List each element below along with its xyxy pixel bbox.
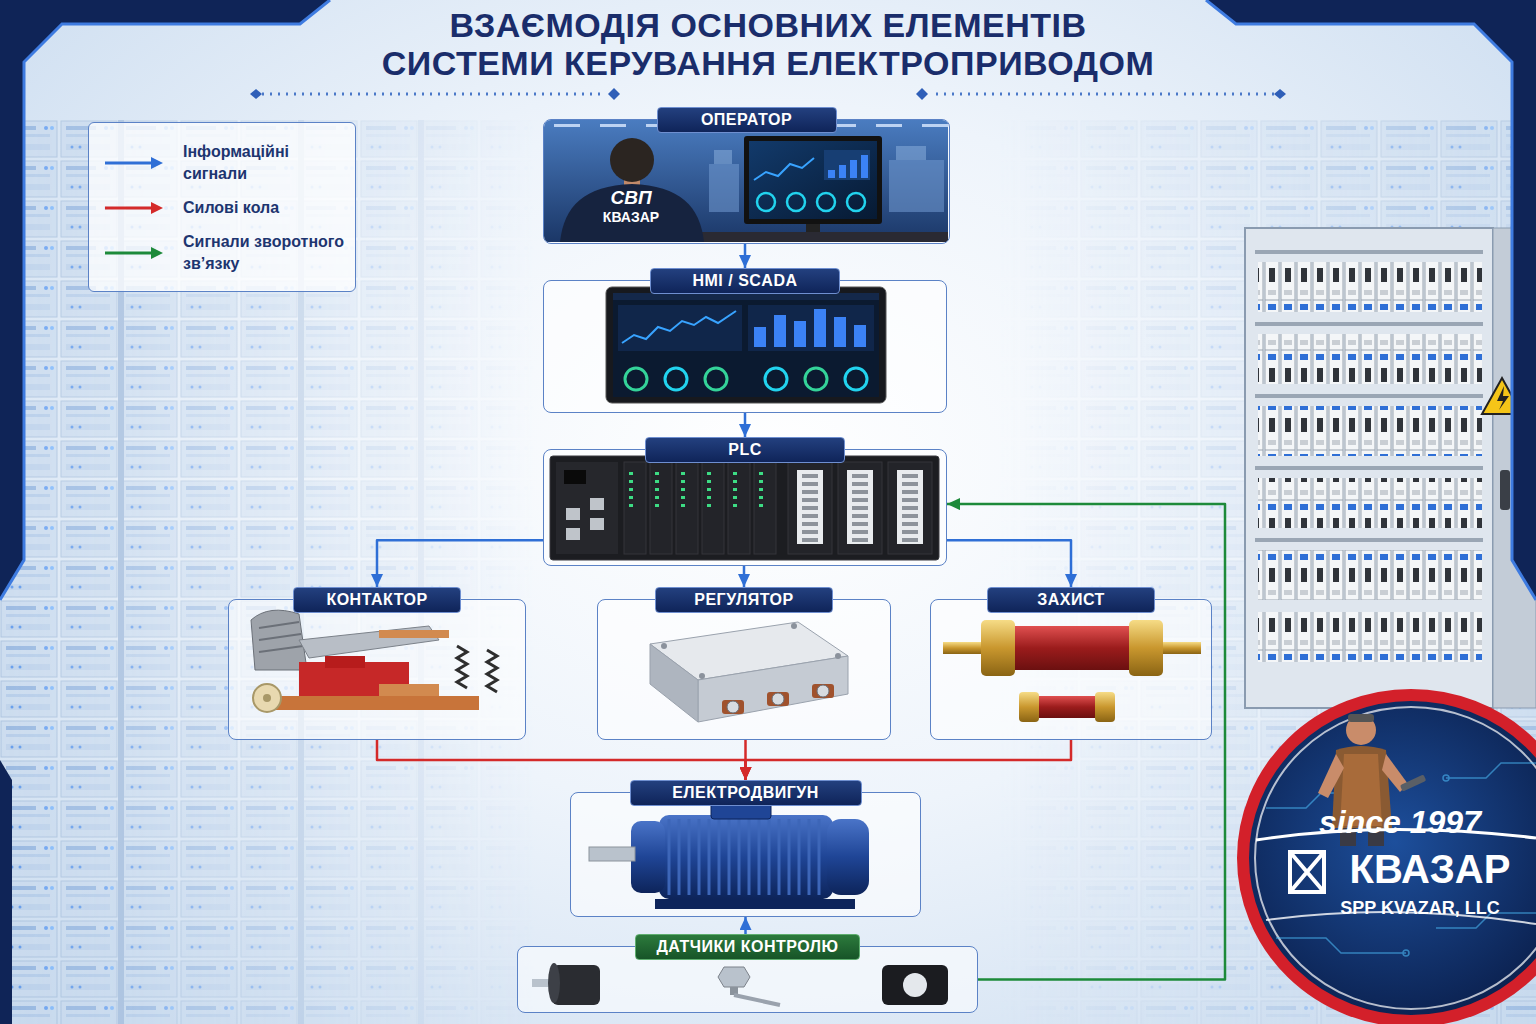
legend-row: Силові кола (103, 197, 345, 219)
node-header: КОНТАКТОР (293, 587, 461, 613)
connector (947, 504, 1225, 979)
motor-picture (571, 793, 919, 915)
node-header: ЕЛЕКТРОДВИГУН (630, 780, 862, 806)
node-frame (228, 599, 526, 740)
logo-mark (1290, 852, 1324, 892)
fuse-picture (931, 600, 1210, 738)
connector (744, 413, 747, 437)
node-box: ЕЛЕКТРОДВИГУН (570, 780, 921, 917)
connector (947, 540, 1071, 587)
legend-line (105, 252, 153, 255)
legend-text: Сигнали зворотного зв’язку (183, 231, 345, 275)
node-frame (930, 599, 1212, 740)
contactor-picture (229, 600, 524, 738)
legend-line (105, 162, 153, 165)
node-header: ДАТЧИКИ КОНТРОЛЮ (635, 934, 859, 960)
node-header: ЗАХИСТ (987, 587, 1155, 613)
text-label: СВП (610, 187, 651, 209)
node-header: HMI / SCADA (650, 268, 840, 294)
node-frame (543, 119, 950, 244)
legend-line (105, 207, 153, 210)
node-header: PLC (645, 437, 845, 463)
hmi-panel (544, 281, 945, 411)
regulator-picture (598, 600, 889, 738)
electrical-cabinet (1245, 228, 1536, 708)
text-label: since 1997 (1319, 804, 1481, 841)
legend-arrowhead (151, 157, 163, 169)
node-box: ЗАХИСТ (930, 587, 1212, 740)
connector (377, 540, 543, 587)
connector (746, 740, 1072, 780)
node-box: PLC (543, 437, 947, 566)
plc-rack (544, 450, 945, 564)
node-header: РЕГУЛЯТОР (655, 587, 833, 613)
legend-arrowhead (151, 247, 163, 259)
text-label: КВАЗАР (603, 209, 659, 225)
connector (743, 566, 746, 587)
node-box: ДАТЧИКИ КОНТРОЛЮ (517, 934, 978, 1013)
legend-arrow (103, 201, 165, 215)
text-label: КВАЗАР (1350, 846, 1511, 892)
legend-box: Інформаційні сигналиСилові колаСигнали з… (88, 122, 356, 292)
legend-text: Силові кола (183, 197, 345, 219)
connector (744, 244, 747, 268)
node-box: HMI / SCADA (543, 268, 947, 413)
node-frame (543, 280, 947, 413)
diagram-title: ВЗАЄМОДІЯ ОСНОВНИХ ЕЛЕМЕНТІВ СИСТЕМИ КЕР… (370, 6, 1166, 82)
legend-arrowhead (151, 202, 163, 214)
title-divider (250, 88, 1286, 100)
connector (744, 917, 747, 934)
server-racks-left (0, 120, 540, 1024)
legend-row: Сигнали зворотного зв’язку (103, 231, 345, 275)
text-label: SPP KVAZAR, LLC (1340, 898, 1499, 919)
node-box: РЕГУЛЯТОР (597, 587, 891, 740)
connector (377, 740, 746, 780)
legend-text: Інформаційні сигнали (183, 141, 345, 185)
node-box: КОНТАКТОР (228, 587, 526, 740)
node-frame (570, 792, 921, 917)
node-frame (543, 449, 947, 566)
legend-arrow (103, 246, 165, 260)
legend-arrow (103, 156, 165, 170)
legend-row: Інформаційні сигнали (103, 141, 345, 185)
node-header: ОПЕРАТОР (657, 107, 837, 133)
node-frame (597, 599, 891, 740)
